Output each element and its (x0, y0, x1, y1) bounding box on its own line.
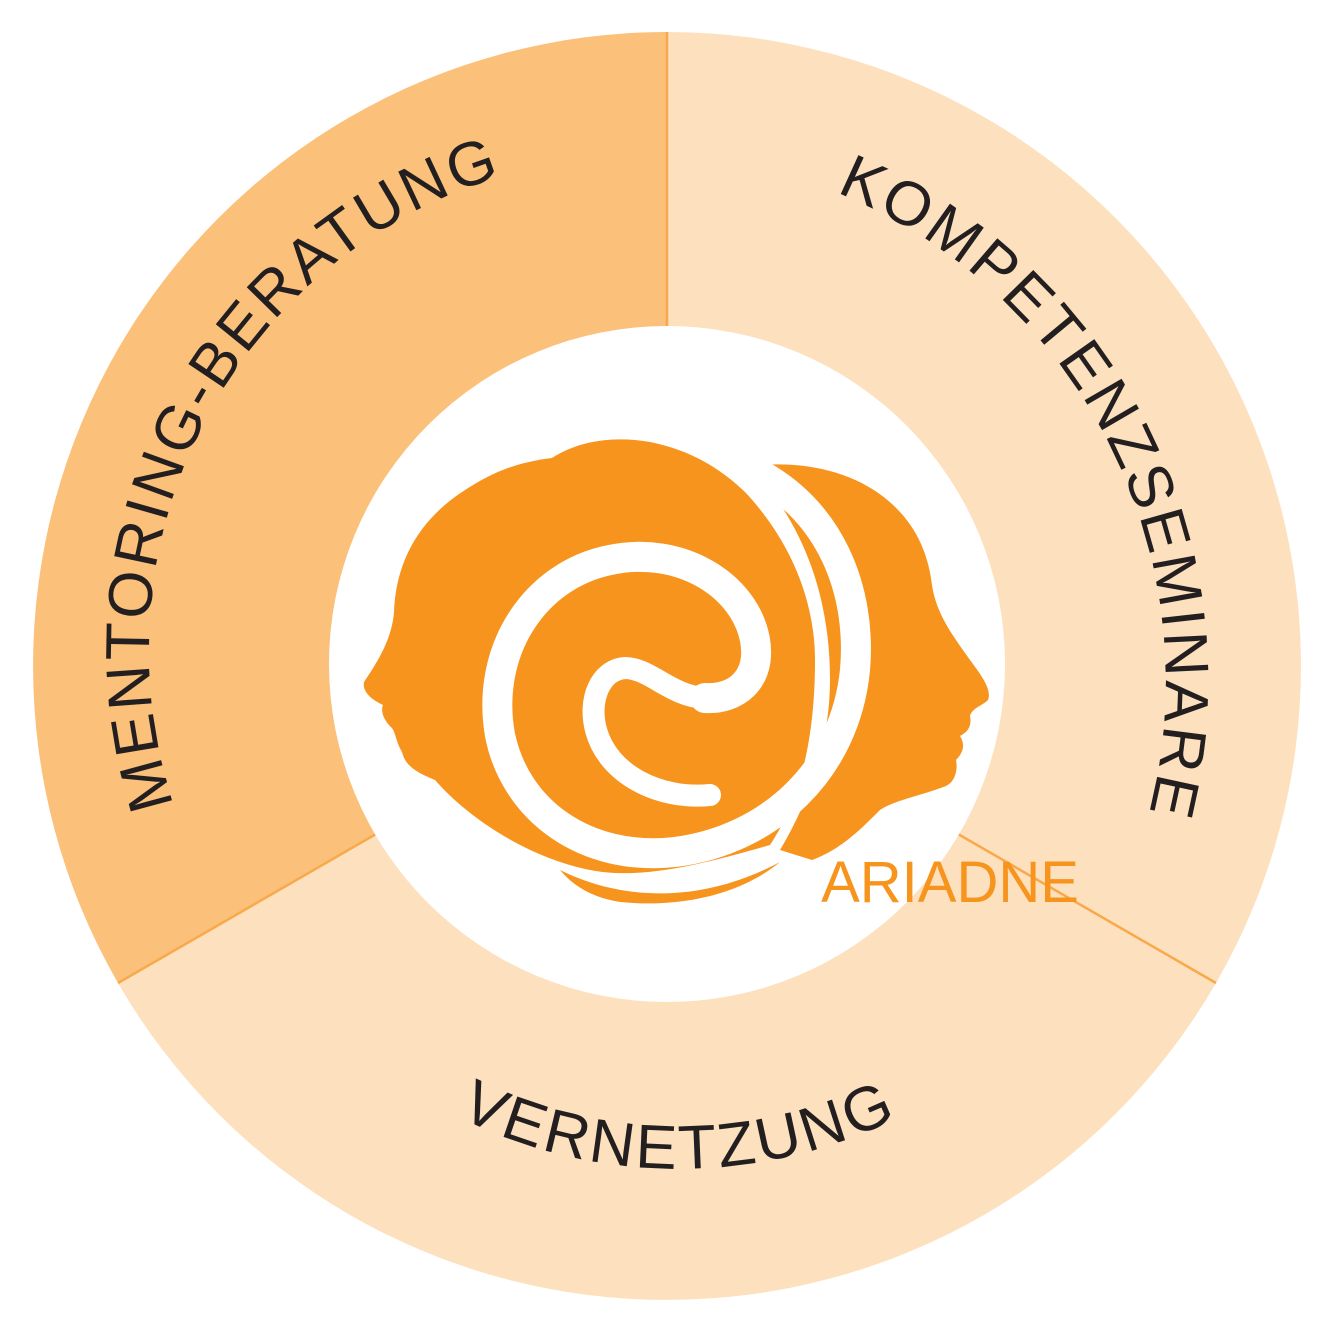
spiral-stroke-inner (582, 656, 721, 807)
left-head-shape (363, 439, 815, 874)
two-faces-spiral-icon (363, 439, 989, 904)
spiral-stroke-outer (482, 457, 871, 869)
logo-swoosh (560, 862, 780, 904)
brand-name: ARIADNE (821, 850, 1079, 915)
